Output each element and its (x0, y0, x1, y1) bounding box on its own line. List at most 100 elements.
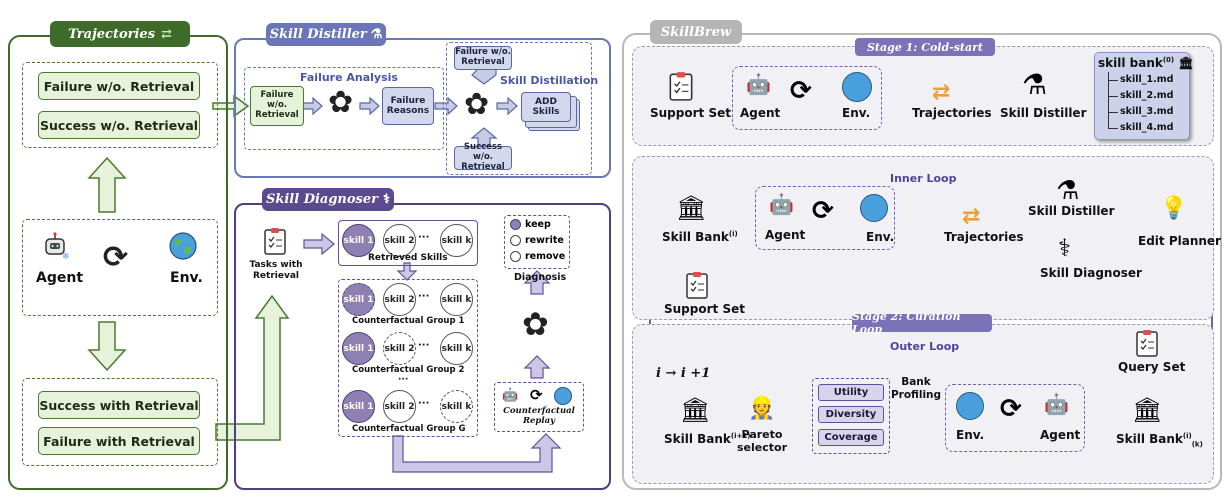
distiller-input-box: Failure w/o. Retrieval (250, 86, 304, 126)
agent-label: Agent (740, 106, 781, 120)
bank-icon: 🏛 (680, 396, 711, 424)
skill-file-item: skill_1.md (1120, 74, 1174, 85)
env-label: Env. (170, 270, 203, 286)
failure-reasons-text: Failure Reasons (386, 95, 430, 116)
skill-bank-i-sup: (i) (728, 230, 738, 238)
skill-bank-next-text: Skill Bank (664, 432, 731, 446)
down-hollow-arrow (87, 321, 127, 372)
filled-radio-icon (510, 219, 521, 230)
bank-icon: 🏛 (1132, 396, 1163, 424)
skill-distillation-label: Skill Distillation (500, 74, 599, 87)
skill-diagnoser-title: Skill Diagnoser ⚕ (262, 188, 394, 211)
retrieved-skills-label: Retrieved Skills (368, 253, 448, 263)
skillbrew-title: SkillBrew (650, 20, 742, 44)
support-set-label: Support Set (664, 302, 745, 316)
svg-text:❄: ❄ (62, 252, 70, 261)
skill-bank-k-sub: (k) (1191, 440, 1203, 449)
failure-reasons-box: Failure Reasons (382, 87, 434, 125)
skill-bank-title: skill bank(0) 🏛 (1098, 56, 1194, 70)
globe-icon (554, 387, 572, 405)
counterfactual-group-label: Counterfactual Group 1 (352, 316, 465, 326)
skill-diagnoser-panel (234, 203, 611, 490)
skill-circle: skill 1 (342, 332, 375, 365)
cycle-icon: ⟳ (790, 76, 812, 106)
ellipsis: ··· (418, 232, 430, 243)
skill-bank-next-sup: (i+1) (730, 432, 751, 440)
clipboard-icon (684, 270, 710, 300)
keep-label: keep (525, 219, 551, 230)
rewrite-label: rewrite (525, 235, 564, 246)
shuffle-icon: ⇄ (962, 204, 981, 229)
failure-analysis-group (244, 67, 444, 150)
success-wo-retrieval-box: Success w/o. Retrieval (38, 111, 200, 139)
counterfactual-groups-box (338, 279, 478, 437)
ellipsis: ··· (418, 340, 430, 351)
counterfactual-replay-box (494, 382, 584, 432)
skill-bank-superscript: (0) (1162, 56, 1175, 64)
pareto-selector-icon: 👷 (748, 396, 776, 421)
diagnosis-label: Diagnosis (514, 272, 567, 283)
cycle-icon: ⟳ (530, 386, 543, 404)
query-set-label: Query Set (1118, 360, 1186, 374)
trajectories-label: Trajectories (944, 230, 1024, 244)
keep-option: keep (510, 219, 551, 230)
trajectories-title-text: Trajectories (68, 26, 156, 42)
distill-bottom-box: Success w/o. Retrieval (454, 142, 512, 172)
flask-icon: ⚗ (1022, 68, 1048, 101)
distill-top-box: Failure w/o. Retrieval (454, 46, 512, 70)
env-agent-box-outer (945, 384, 1085, 452)
stage2-title: Stage 2: Curation Loop (852, 310, 992, 336)
llm-logo-icon: ✿ (328, 85, 354, 120)
failure-wo-retrieval-box: Failure w/o. Retrieval (38, 72, 200, 100)
cycle-icon: ⟳ (812, 196, 834, 226)
remove-option: remove (510, 251, 565, 262)
skill-distiller-label: Skill Distiller (1000, 106, 1087, 120)
support-set-label: Support Set (650, 106, 731, 120)
file-tree-branch (1108, 80, 1118, 81)
counterfactual-group-label: Counterfactual Group G (352, 424, 466, 434)
ellipsis: ··· (418, 291, 430, 302)
skill-distiller-title-text: Skill Distiller (269, 27, 367, 42)
skill-bank-title-text: skill bank (1098, 56, 1163, 70)
utility-metric: Utility (818, 384, 884, 401)
globe-icon (842, 72, 872, 102)
add-skills-box: ADD Skills (521, 92, 571, 122)
env-label: Env. (842, 106, 871, 120)
tasks-with-retrieval-label: Tasks with Retrieval (249, 260, 303, 281)
skill-circle: skill 1 (342, 390, 375, 423)
skill-distiller-title: Skill Distiller ⚗ (266, 23, 386, 46)
skill-distiller-label: Skill Distiller (1028, 204, 1115, 218)
robot-icon: 🤖 (746, 72, 771, 96)
file-tree-branch (1108, 112, 1118, 113)
success-with-retrieval-box: Success with Retrieval (38, 391, 200, 419)
empty-radio-icon (510, 235, 521, 246)
distill-bottom-text: Success w/o. Retrieval (461, 142, 505, 172)
flask-icon: ⚗ (370, 27, 383, 42)
trajectories-label: Trajectories (912, 106, 992, 120)
vertical-ellipsis: ··· (398, 375, 409, 385)
profiling-box (812, 378, 890, 454)
bottom-dashed-group (22, 378, 218, 466)
globe-icon (956, 392, 984, 420)
robot-icon: 🤖 (1044, 392, 1069, 416)
diversity-metric: Diversity (818, 406, 884, 423)
env-label: Env. (956, 428, 985, 442)
skill-bank-card (1094, 52, 1190, 140)
trajectories-title: Trajectories ⇄ (50, 21, 190, 47)
llm-logo-icon-3: ✿ (522, 305, 549, 343)
stethoscope-icon: ⚕ (1058, 234, 1071, 262)
file-tree-line (1108, 72, 1119, 128)
skill-circle: skill 2 (383, 224, 416, 257)
lightbulb-icon: 💡 (1160, 196, 1188, 221)
counterfactual-group-label: Counterfactual Group 2 (352, 365, 465, 375)
skill-circle: skill 2 (383, 332, 416, 365)
clipboard-icon (667, 70, 695, 102)
agent-label: Agent (36, 270, 84, 286)
env-label: Env. (866, 230, 895, 244)
diagnoser-arrows (303, 232, 562, 473)
agent-env-dashed-group (22, 219, 218, 316)
skill-bank-k-sup: (i) (1182, 432, 1192, 440)
skill-diagnoser-title-text: Skill Diagnoser (265, 192, 378, 207)
shuffle-icon: ⇄ (932, 80, 951, 105)
inner-loop-panel (632, 156, 1214, 320)
